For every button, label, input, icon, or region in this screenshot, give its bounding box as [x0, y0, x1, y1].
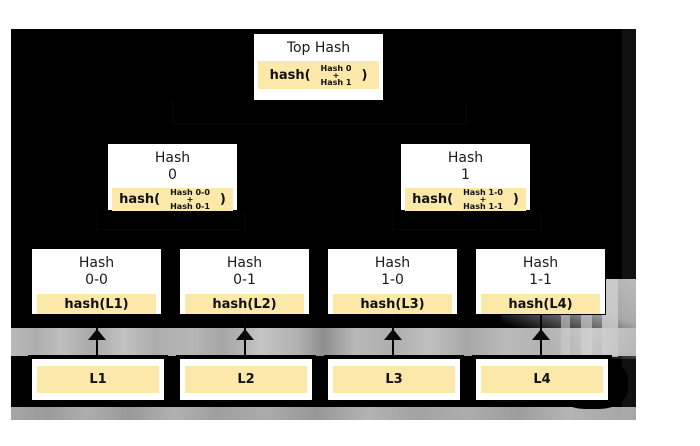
formula-operand-a: Hash 1-0	[463, 188, 503, 197]
node-title: Hash 1-1	[522, 255, 559, 288]
grey-band-artifact	[11, 407, 636, 420]
formula-operands: Hash 1-0 + Hash 1-1	[463, 188, 503, 211]
node-hash-1[interactable]: Hash 1 hash( Hash 1-0 + Hash 1-1 )	[400, 143, 531, 211]
node-top-hash[interactable]: Top Hash hash( Hash 0 + Hash 1 )	[253, 33, 384, 101]
formula-operator: +	[186, 195, 194, 204]
formula-box: hash(L2)	[185, 294, 304, 314]
block-label: L4	[533, 372, 551, 387]
edge-h11-to-h1	[540, 211, 542, 231]
formula-operator: +	[332, 70, 340, 80]
formula-suffix: )	[512, 192, 519, 207]
formula-text: hash(L4)	[508, 296, 573, 312]
node-title: Hash 1	[447, 150, 484, 183]
formula-prefix: hash(	[269, 67, 311, 83]
formula-text: hash(L3)	[360, 296, 425, 312]
canvas-right-edge-artifact	[622, 29, 636, 420]
node-hash-1-0[interactable]: Hash 1-0 hash(L3)	[327, 248, 458, 315]
node-title: Hash 0-0	[78, 255, 115, 288]
block-label: L2	[237, 372, 255, 387]
node-data-block-l1[interactable]: L1	[28, 355, 168, 404]
formula-operand-b: Hash 0-1	[170, 202, 210, 211]
edge-h0-to-top	[172, 101, 174, 125]
edge-h11-to-h1	[465, 229, 542, 231]
formula-box: hash(L4)	[481, 294, 600, 314]
formula-box: hash(L3)	[333, 294, 452, 314]
formula-box: hash( Hash 0-0 + Hash 0-1 )	[112, 188, 233, 211]
edge-h00-to-h0	[96, 229, 173, 231]
node-title: Hash 0	[154, 150, 191, 183]
edge-h01-to-h0	[244, 211, 246, 231]
edge-h0-to-top	[172, 123, 319, 125]
block-label: L1	[89, 372, 107, 387]
formula-box: L4	[481, 366, 603, 393]
node-title: Hash 1-0	[374, 255, 411, 288]
node-hash-0-0[interactable]: Hash 0-0 hash(L1)	[31, 248, 162, 315]
node-data-block-l2[interactable]: L2	[176, 355, 316, 404]
edge-h01-to-h0	[172, 229, 246, 231]
node-hash-0-1[interactable]: Hash 0-1 hash(L2)	[179, 248, 310, 315]
formula-prefix: hash(	[119, 192, 161, 207]
arrowhead-to-hash-0-0	[88, 329, 106, 340]
edge-h10-to-h1	[392, 211, 394, 231]
edge-h10-to-h1	[392, 229, 466, 231]
node-hash-1-1[interactable]: Hash 1-1 hash(L4)	[475, 248, 606, 315]
formula-suffix: )	[361, 67, 368, 83]
formula-operands: Hash 0 + Hash 1	[321, 64, 352, 87]
formula-operand-b: Hash 1-1	[463, 202, 503, 211]
formula-operand-a: Hash 0	[320, 63, 352, 73]
node-hash-0[interactable]: Hash 0 hash( Hash 0-0 + Hash 0-1 )	[107, 143, 238, 211]
formula-operand-a: Hash 0-0	[170, 188, 210, 197]
formula-box: hash( Hash 0 + Hash 1 )	[258, 61, 379, 89]
formula-operator: +	[479, 195, 487, 204]
node-data-block-l4[interactable]: L4	[472, 355, 612, 404]
node-title: Top Hash	[286, 40, 351, 56]
formula-box: L1	[37, 366, 159, 393]
formula-prefix: hash(	[412, 192, 454, 207]
edge-h1-to-top	[318, 123, 466, 125]
arrowhead-to-hash-1	[456, 209, 474, 220]
formula-operand-b: Hash 1	[320, 77, 352, 87]
edge-h1-to-top	[465, 101, 467, 125]
arrowhead-to-hash-0	[163, 209, 181, 220]
node-data-block-l3[interactable]: L3	[324, 355, 464, 404]
formula-operands: Hash 0-0 + Hash 0-1	[170, 188, 210, 211]
arrowhead-to-hash-1-1	[532, 329, 550, 340]
edge-h00-to-h0	[96, 211, 98, 231]
arrowhead-to-top-hash	[309, 102, 327, 113]
block-label: L3	[385, 372, 403, 387]
formula-box: hash(L1)	[37, 294, 156, 314]
formula-box: L3	[333, 366, 455, 393]
diagram-canvas: Top Hash hash( Hash 0 + Hash 1 ) Hash 0 …	[11, 29, 636, 420]
formula-text: hash(L1)	[64, 296, 129, 312]
formula-suffix: )	[219, 192, 226, 207]
formula-text: hash(L2)	[212, 296, 277, 312]
formula-box: hash( Hash 1-0 + Hash 1-1 )	[405, 188, 526, 211]
node-title: Hash 0-1	[226, 255, 263, 288]
arrowhead-to-hash-0-1	[236, 329, 254, 340]
formula-box: L2	[185, 366, 307, 393]
arrowhead-to-hash-1-0	[384, 329, 402, 340]
